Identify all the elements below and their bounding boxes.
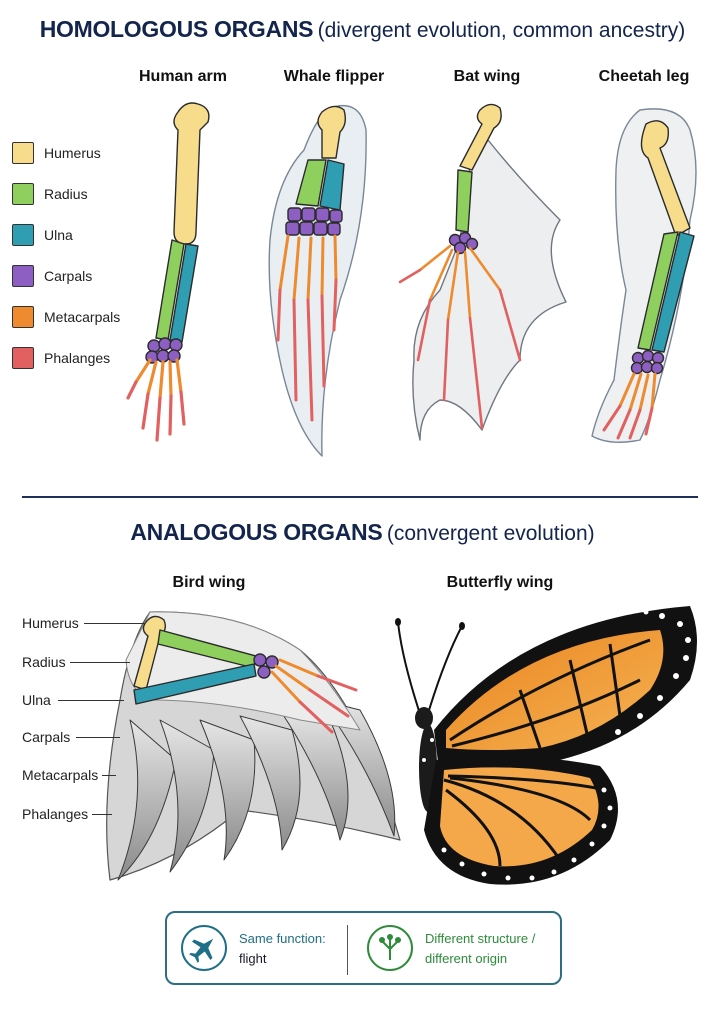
legend-label: Radius	[44, 185, 88, 202]
legend-swatch	[12, 182, 34, 205]
section-divider	[22, 496, 698, 498]
human-arm-illustration	[126, 102, 210, 442]
legend-item-metacarpals: Metacarpals	[12, 296, 120, 337]
leader-line	[70, 662, 130, 663]
cheetah-leg-illustration	[591, 108, 697, 443]
branching-tree-icon	[367, 925, 413, 971]
analogous-title: ANALOGOUS ORGANS (convergent evolution)	[0, 519, 725, 546]
callout-right-line-1: Different structure /	[425, 931, 536, 946]
legend-item-humerus: Humerus	[12, 132, 120, 173]
callout-separator	[347, 925, 348, 975]
legend-label: Ulna	[44, 226, 73, 243]
column-label-bird-wing: Bird wing	[172, 574, 246, 591]
bird-wing-illustration	[106, 611, 401, 881]
callout-left-line-2: flight	[239, 951, 267, 966]
column-label-butterfly-wing: Butterfly wing	[446, 574, 554, 591]
column-label-bat-wing: Bat wing	[453, 68, 521, 85]
legend-item-carpals: Carpals	[12, 255, 120, 296]
airplane-icon	[181, 925, 227, 971]
bird-label-carpals: Carpals	[22, 729, 71, 745]
callout-left-text: Same function: flight	[239, 929, 326, 969]
legend-swatch	[12, 305, 34, 328]
bird-label-phalanges: Phalanges	[22, 806, 89, 822]
column-label-whale-flipper: Whale flipper	[283, 68, 385, 85]
legend-label: Phalanges	[44, 349, 111, 366]
column-label-human-arm: Human arm	[138, 68, 228, 85]
leader-line	[92, 814, 112, 815]
legend-label: Carpals	[44, 267, 93, 284]
legend-item-radius: Radius	[12, 173, 120, 214]
callout-right-text: Different structure / different origin	[425, 929, 535, 969]
legend-item-phalanges: Phalanges	[12, 337, 120, 378]
analogous-title-sub: (convergent evolution)	[386, 522, 595, 545]
bone-legend: Humerus Radius Ulna Carpals Metacarpals …	[12, 132, 120, 378]
bird-label-metacarpals: Metacarpals	[22, 767, 99, 783]
homologous-title: HOMOLOGOUS ORGANS (divergent evolution, …	[0, 16, 725, 43]
leader-line	[84, 623, 144, 624]
bat-wing-illustration	[398, 103, 567, 441]
legend-swatch	[12, 223, 34, 246]
leader-line	[58, 700, 124, 701]
callout-right-line-2: different origin	[425, 951, 508, 966]
butterfly-illustration	[395, 606, 697, 885]
whale-flipper-illustration	[268, 104, 367, 457]
leader-line	[102, 775, 116, 776]
legend-swatch	[12, 346, 34, 369]
column-label-cheetah-leg: Cheetah leg	[598, 68, 690, 85]
leader-line	[76, 737, 120, 738]
callout-left-line-1: Same function:	[239, 931, 326, 946]
summary-callout: Same function: flight Different structur…	[165, 911, 562, 985]
legend-label: Humerus	[44, 144, 101, 161]
legend-swatch	[12, 264, 34, 287]
legend-label: Metacarpals	[44, 308, 121, 325]
bird-label-humerus: Humerus	[22, 615, 79, 631]
analogous-title-main: ANALOGOUS ORGANS	[130, 519, 383, 545]
legend-swatch	[12, 141, 34, 164]
bird-label-ulna: Ulna	[22, 692, 51, 708]
bird-label-radius: Radius	[22, 654, 66, 670]
homologous-title-sub: (divergent evolution, common ancestry)	[317, 19, 686, 42]
homologous-title-main: HOMOLOGOUS ORGANS	[39, 16, 314, 42]
legend-item-ulna: Ulna	[12, 214, 120, 255]
